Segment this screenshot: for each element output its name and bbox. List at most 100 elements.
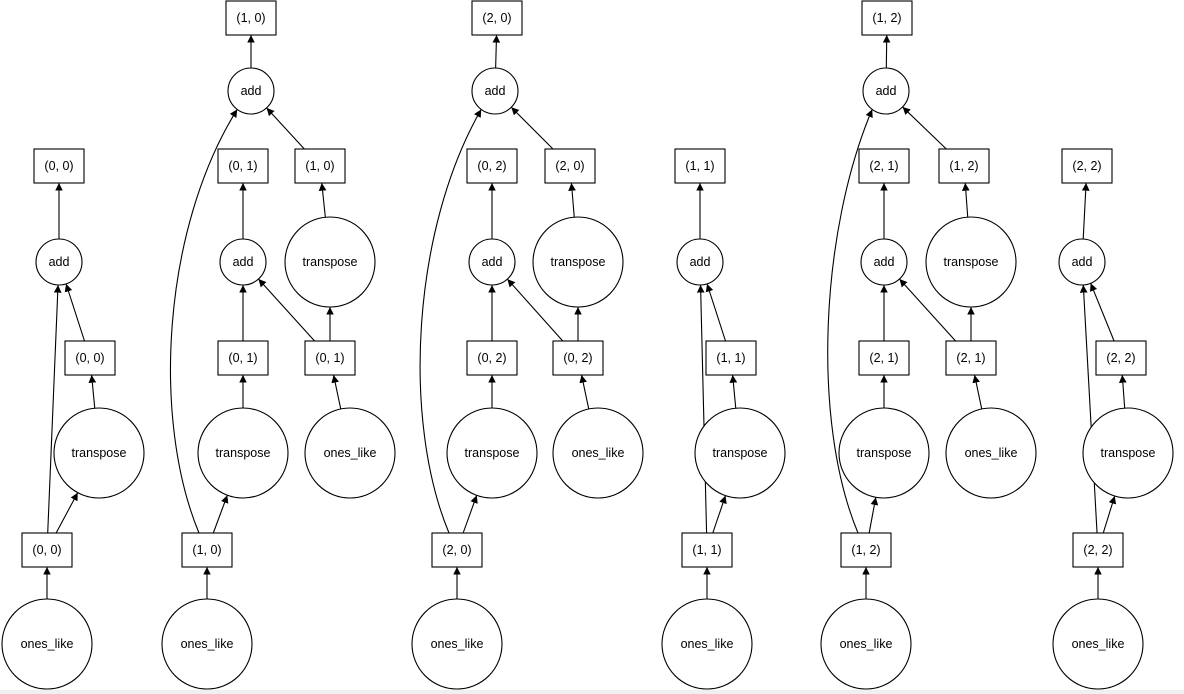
node-shape — [446, 407, 538, 499]
node-shape — [945, 340, 997, 376]
node-shape — [674, 148, 726, 184]
node-label: add — [876, 84, 897, 98]
node-shape — [1061, 148, 1113, 184]
node-label: (2, 2) — [1106, 351, 1135, 365]
edge-arrow — [318, 182, 327, 218]
chunk-box-node: (0, 2) — [466, 148, 518, 184]
node-shape — [411, 598, 503, 690]
node-label: (2, 0) — [442, 543, 471, 557]
node-label: add — [241, 84, 262, 98]
node-shape — [858, 340, 910, 376]
edge-arrow — [1081, 182, 1090, 240]
node-label: add — [690, 255, 711, 269]
node-label: add — [233, 255, 254, 269]
node-label: transpose — [303, 255, 358, 269]
ones-like-task-node: ones_like — [661, 598, 753, 690]
node-shape — [471, 67, 519, 115]
node-shape — [466, 148, 518, 184]
chunk-box-node: (2, 2) — [1061, 148, 1113, 184]
node-label: (1, 1) — [685, 159, 714, 173]
add-task-node: add — [1058, 238, 1106, 286]
chunk-box-node: (1, 0) — [181, 532, 233, 568]
edge-arrow — [88, 374, 97, 409]
node-label: ones_like — [681, 637, 734, 651]
edge-arrow — [712, 495, 727, 534]
node-shape — [1082, 407, 1174, 499]
chunk-box-node: (1, 0) — [294, 148, 346, 184]
edge-arrow — [266, 107, 305, 150]
chunk-box-node: (0, 1) — [217, 148, 269, 184]
chunk-box-node: (0, 2) — [552, 340, 604, 376]
edge-arrow — [696, 284, 708, 534]
node-label: (2, 1) — [956, 351, 985, 365]
node-shape — [21, 532, 73, 568]
node-shape — [33, 148, 85, 184]
node-shape — [466, 340, 518, 376]
node-label: transpose — [857, 446, 912, 460]
node-label: transpose — [465, 446, 520, 460]
edge-arrow — [902, 106, 947, 150]
node-label: (1, 1) — [716, 351, 745, 365]
chunk-box-node: (2, 0) — [544, 148, 596, 184]
node-shape — [544, 148, 596, 184]
ones-like-task-node: ones_like — [411, 598, 503, 690]
add-task-node: add — [227, 67, 275, 115]
transpose-task-node: transpose — [838, 407, 930, 499]
node-shape — [227, 67, 275, 115]
node-label: (1, 0) — [236, 11, 265, 25]
node-shape — [217, 340, 269, 376]
node-shape — [161, 598, 253, 690]
node-shape — [938, 148, 990, 184]
bottom-border — [0, 690, 1184, 694]
add-task-node: add — [471, 67, 519, 115]
ones-like-task-node: ones_like — [552, 407, 644, 499]
edge-arrow — [827, 109, 873, 534]
node-label: (1, 0) — [305, 159, 334, 173]
node-label: (1, 2) — [872, 11, 901, 25]
transpose-task-node: transpose — [284, 216, 376, 308]
node-shape — [304, 407, 396, 499]
chunk-box-node: (1, 1) — [681, 532, 733, 568]
add-task-node: add — [35, 238, 83, 286]
chunk-box-node: (1, 1) — [705, 340, 757, 376]
edge-arrow — [1102, 495, 1117, 534]
add-task-node: add — [468, 238, 516, 286]
chunk-box-node: (2, 2) — [1095, 340, 1147, 376]
edge-arrow — [1079, 284, 1098, 534]
node-shape — [64, 340, 116, 376]
chunk-box-node: (1, 1) — [674, 148, 726, 184]
node-label: (1, 0) — [192, 543, 221, 557]
add-task-node: add — [219, 238, 267, 286]
node-label: transpose — [713, 446, 768, 460]
node-shape — [1052, 598, 1144, 690]
node-shape — [1058, 238, 1106, 286]
node-label: transpose — [551, 255, 606, 269]
edge-arrow — [705, 283, 727, 342]
node-label: (1, 2) — [949, 159, 978, 173]
edge-arrow — [64, 283, 86, 342]
chunk-box-node: (0, 1) — [217, 340, 269, 376]
node-label: add — [49, 255, 70, 269]
edge-arrow — [212, 494, 229, 534]
chunk-box-node: (0, 2) — [466, 340, 518, 376]
node-label: ones_like — [840, 637, 893, 651]
ones-like-task-node: ones_like — [1, 598, 93, 690]
edge-arrow — [868, 497, 879, 534]
node-shape — [838, 407, 930, 499]
node-label: (0, 0) — [32, 543, 61, 557]
node-label: ones_like — [965, 446, 1018, 460]
transpose-task-node: transpose — [53, 407, 145, 499]
node-label: (0, 1) — [315, 351, 344, 365]
node-shape — [532, 216, 624, 308]
node-label: add — [485, 84, 506, 98]
transpose-task-node: transpose — [1082, 407, 1174, 499]
chunk-box-node: (2, 0) — [471, 0, 523, 36]
node-label: ones_like — [1072, 637, 1125, 651]
node-label: (1, 2) — [851, 543, 880, 557]
chunk-box-node: (2, 2) — [1072, 532, 1124, 568]
edge-arrow — [579, 374, 590, 410]
node-label: add — [1072, 255, 1093, 269]
ones-like-task-node: ones_like — [304, 407, 396, 499]
edge-arrow — [1089, 283, 1115, 342]
